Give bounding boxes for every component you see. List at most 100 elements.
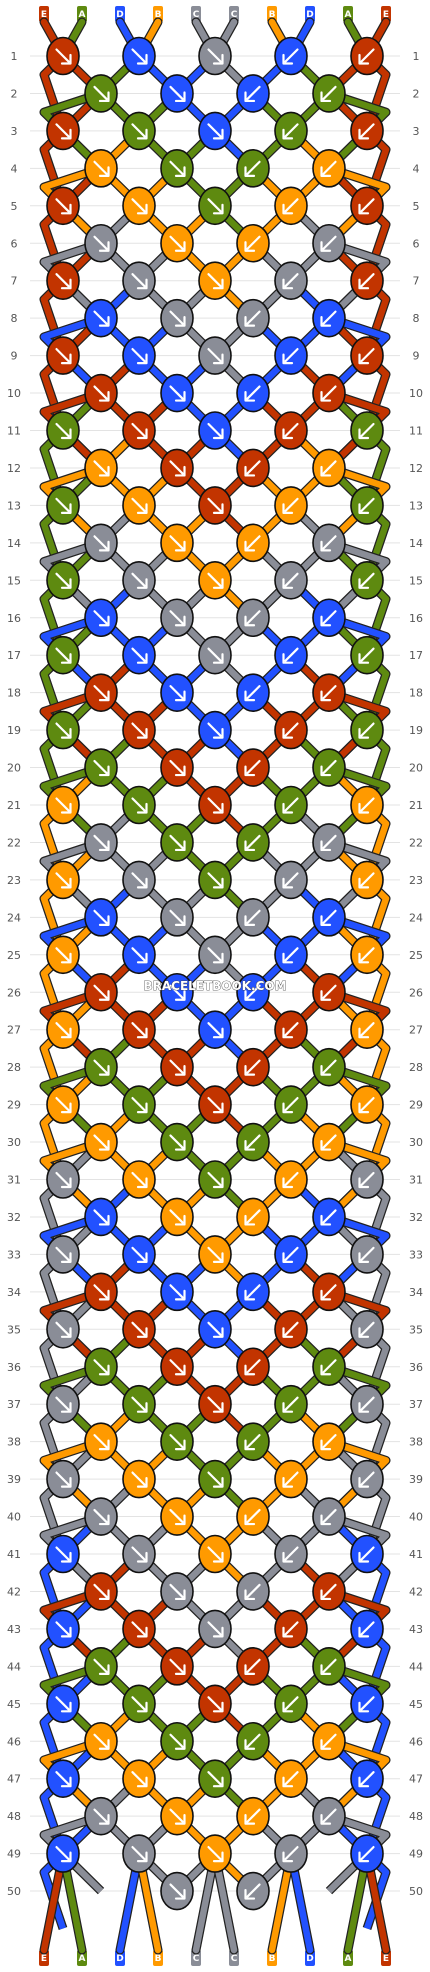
arrow-down-left-icon [244, 460, 261, 477]
arrow-down-left-icon [282, 1546, 299, 1563]
arrow-down-left-icon [244, 1883, 261, 1900]
arrow-down-left-icon [320, 1808, 337, 1825]
arrow-down-left-icon [320, 1583, 337, 1601]
row-number-left: 23 [7, 874, 21, 887]
arrow-down-right-icon [55, 1771, 72, 1788]
row-number-left: 20 [7, 762, 21, 775]
strand-label-top: B [155, 10, 162, 20]
arrow-down-left-icon [244, 385, 261, 402]
edge-thread [326, 1813, 390, 1894]
edge-thread [326, 464, 390, 546]
arrow-down-right-icon [93, 1359, 110, 1376]
arrow-down-left-icon [244, 834, 261, 852]
edge-thread [40, 240, 104, 321]
edge-thread [40, 614, 104, 695]
edge-thread [40, 1588, 104, 1669]
arrow-down-right-icon [55, 722, 72, 739]
arrow-down-right-icon [207, 572, 224, 589]
arrow-down-left-icon [244, 1808, 261, 1825]
edge-thread [40, 1813, 104, 1894]
arrow-down-left-icon [282, 1396, 299, 1413]
arrow-down-right-icon [55, 1471, 72, 1488]
strand-label-bottom: E [383, 1954, 389, 1964]
arrow-down-left-icon [244, 1059, 261, 1076]
edge-thread [40, 165, 104, 246]
arrow-down-left-icon [358, 422, 375, 440]
arrow-down-right-icon [169, 535, 186, 552]
row-number-left: 13 [7, 499, 21, 512]
arrow-down-right-icon [169, 1508, 186, 1526]
arrow-down-left-icon [358, 1621, 375, 1638]
arrow-down-left-icon [358, 1471, 375, 1488]
edge-thread [40, 764, 104, 845]
arrow-down-right-icon [131, 1771, 148, 1788]
arrow-down-left-icon [282, 422, 299, 440]
row-number-left: 37 [7, 1398, 21, 1411]
strand-tab-bottom [229, 1950, 239, 1966]
arrow-down-left-icon [320, 1284, 337, 1301]
strand-label-bottom: D [306, 1954, 313, 1964]
row-number-right: 19 [409, 724, 423, 737]
arrow-down-left-icon [358, 872, 375, 889]
row-number-right: 43 [409, 1623, 423, 1636]
strand-label-bottom: C [193, 1954, 200, 1964]
edge-thread [326, 1288, 390, 1370]
arrow-down-right-icon [207, 198, 224, 215]
row-number-right: 45 [409, 1698, 423, 1711]
arrow-down-left-icon [320, 1359, 337, 1376]
arrow-down-left-icon [282, 647, 299, 664]
row-number-left: 17 [7, 649, 21, 662]
arrow-down-right-icon [93, 759, 110, 777]
edge-thread [326, 764, 390, 845]
row-number-left: 7 [11, 275, 18, 288]
arrow-down-right-icon [207, 1546, 224, 1563]
arrow-down-right-icon [169, 1209, 186, 1226]
arrow-down-right-icon [55, 497, 72, 514]
arrow-down-left-icon [244, 310, 261, 327]
row-number-right: 29 [409, 1099, 423, 1112]
arrow-down-right-icon [93, 834, 110, 852]
strand-tab-top [39, 6, 49, 22]
edge-thread [40, 1363, 104, 1444]
arrow-down-left-icon [358, 947, 375, 964]
arrow-down-left-icon [358, 1771, 375, 1788]
row-number-right: 42 [409, 1585, 423, 1598]
arrow-down-left-icon [244, 1284, 261, 1301]
edge-thread [40, 1663, 104, 1744]
edge-thread [326, 1588, 390, 1669]
edge-thread [326, 1738, 390, 1819]
row-number-left: 8 [11, 312, 18, 325]
arrow-down-left-icon [244, 759, 261, 777]
row-number-right: 34 [409, 1286, 423, 1299]
row-number-right: 12 [409, 462, 423, 475]
row-number-right: 25 [409, 949, 423, 962]
edge-thread [40, 1438, 104, 1519]
arrow-down-right-icon [131, 1846, 148, 1863]
row-number-left: 39 [7, 1473, 21, 1486]
row-number-right: 8 [413, 312, 420, 325]
arrow-down-left-icon [358, 198, 375, 215]
arrow-down-right-icon [169, 1583, 186, 1601]
strand-tab-top [77, 6, 87, 22]
arrow-down-left-icon [320, 460, 337, 477]
edge-thread [326, 614, 390, 695]
row-number-right: 50 [409, 1885, 423, 1898]
arrow-down-left-icon [358, 123, 375, 140]
row-number-left: 26 [7, 986, 21, 999]
arrow-down-right-icon [55, 872, 72, 889]
edge-thread [40, 1213, 104, 1295]
arrow-down-right-icon [207, 872, 224, 889]
arrow-down-right-icon [169, 85, 186, 103]
arrow-down-right-icon [207, 1471, 224, 1488]
arrow-down-right-icon [55, 48, 72, 65]
arrow-down-right-icon [55, 348, 72, 365]
strand-label-bottom: B [155, 1954, 162, 1964]
edge-thread [326, 1213, 390, 1295]
arrow-down-right-icon [93, 1508, 110, 1526]
arrow-down-left-icon [320, 909, 337, 926]
arrow-down-right-icon [131, 1097, 148, 1114]
arrow-down-right-icon [55, 198, 72, 215]
row-number-right: 30 [409, 1136, 423, 1149]
